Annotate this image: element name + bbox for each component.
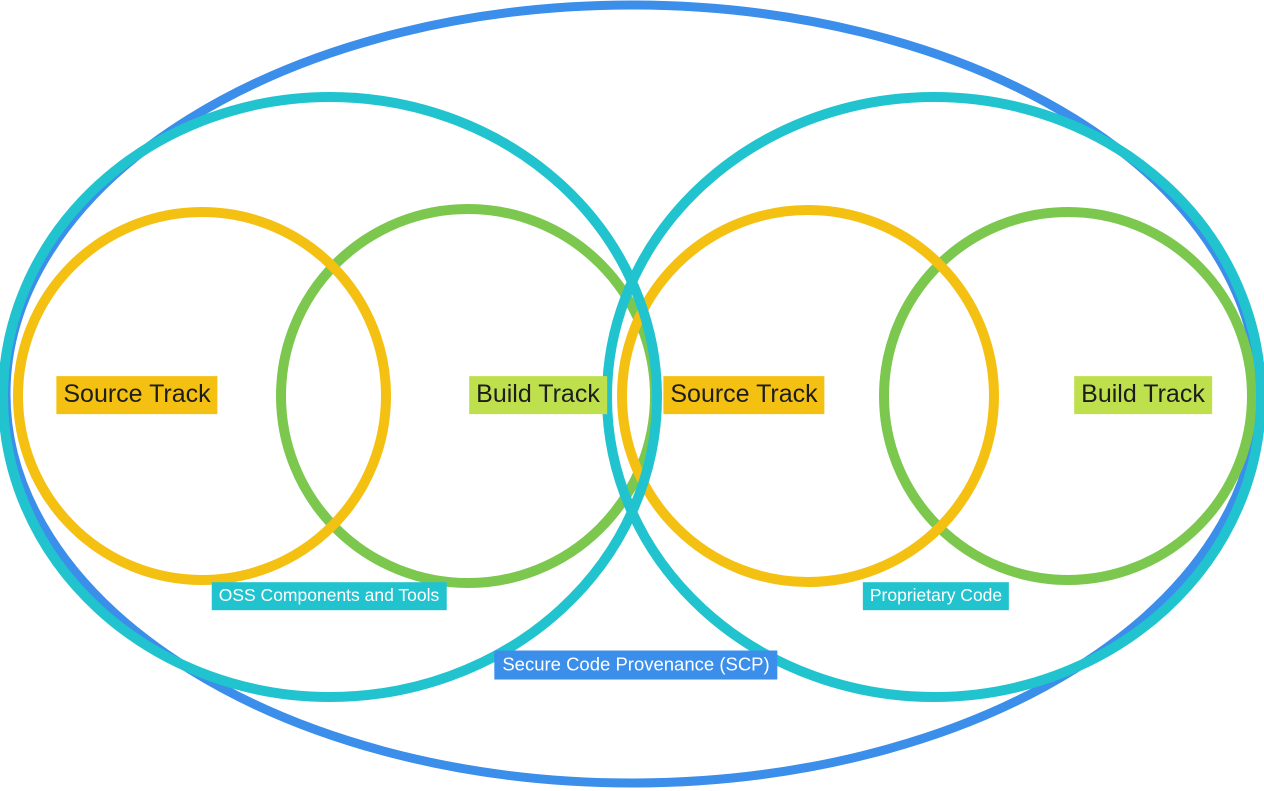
proprietary-build-track-label: Build Track [1074, 376, 1212, 414]
oss-ellipse [0, 92, 662, 702]
scp-zone-label: Secure Code Provenance (SCP) [494, 650, 778, 680]
proprietary-source-circle [617, 205, 999, 587]
proprietary-ellipse [602, 92, 1264, 702]
oss-source-track-label: Source Track [56, 376, 218, 414]
oss-zone-label: OSS Components and Tools [211, 582, 447, 610]
proprietary-source-track-label: Source Track [663, 376, 825, 414]
oss-build-track-label: Build Track [469, 376, 607, 414]
proprietary-build-circle [879, 207, 1257, 585]
oss-source-circle [13, 207, 391, 585]
proprietary-zone-label: Proprietary Code [862, 582, 1010, 610]
